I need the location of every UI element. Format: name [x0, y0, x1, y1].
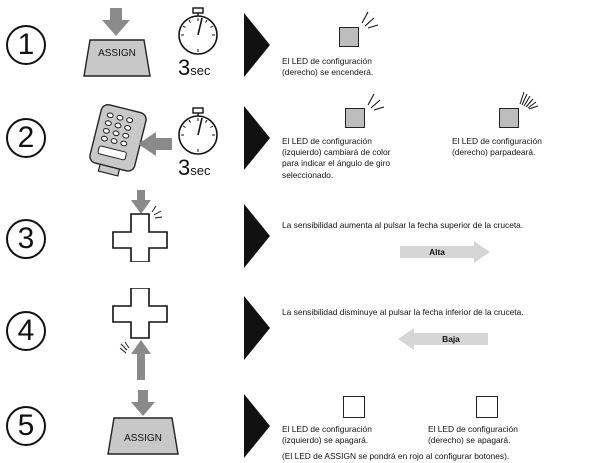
step-2-duration: 3sec [178, 157, 210, 179]
step-3-pointer [244, 204, 270, 268]
led-right-on [499, 108, 519, 128]
assign-button-press-graphic [107, 390, 179, 455]
decrease-label: Baja [442, 334, 460, 344]
light-rays-icon [367, 93, 385, 111]
dpad-icon [112, 213, 168, 262]
step-5-text-left: El LED de configuración (izquierdo) se a… [282, 424, 372, 446]
stopwatch-icon [178, 107, 218, 155]
left-arrow-icon [138, 132, 172, 156]
down-arrow-icon [102, 8, 130, 36]
step-2-text-left: El LED de configuración (izquierdo) camb… [282, 136, 391, 180]
stopwatch-icon [178, 7, 218, 55]
increase-label: Alta [429, 247, 445, 257]
duration-number: 3 [178, 155, 191, 180]
led-right-off [476, 396, 498, 418]
step-4-number: 4 [6, 311, 46, 351]
assign-button-press-graphic [83, 8, 151, 77]
down-arrow-icon [131, 190, 151, 214]
step-5-assign-label: ASSIGN [124, 433, 162, 444]
step-5-note: (El LED de ASSIGN se pondrá en rojo al c… [282, 451, 510, 461]
step-1-text: El LED de configuración (derecho) se enc… [282, 56, 374, 78]
up-arrow-icon [131, 340, 151, 380]
transmitter-icon [89, 103, 147, 177]
duration-unit: sec [190, 63, 211, 78]
step-5-pointer [244, 394, 270, 458]
assign-key-icon [107, 417, 179, 455]
dpad-up-press-graphic [112, 190, 168, 262]
increase-arrow-icon [400, 241, 490, 263]
step-1-number: 1 [6, 25, 46, 65]
step-1-pointer [244, 13, 270, 77]
step-5-text-right: El LED de configuración (derecho) se apa… [428, 424, 518, 446]
step-5-number: 5 [6, 406, 46, 446]
step-1-duration: 3sec [178, 57, 210, 79]
assign-key-icon [83, 39, 151, 77]
led-right-on [339, 27, 359, 47]
blink-rays-icon [519, 91, 539, 110]
duration-unit: sec [190, 163, 211, 178]
step-4-text: La sensibilidad disminuye al pulsar la f… [282, 307, 524, 317]
light-rays-icon [361, 11, 379, 29]
decrease-arrow-icon [398, 328, 488, 350]
step-2-text-right: El LED de configuración (derecho) parpad… [452, 136, 542, 158]
led-left-on [345, 108, 365, 128]
dpad-icon [112, 288, 168, 339]
step-3-number: 3 [6, 219, 46, 259]
transmitter-press-graphic [89, 103, 172, 177]
step-1-assign-label: ASSIGN [98, 48, 136, 59]
duration-number: 3 [178, 55, 191, 80]
step-2-number: 2 [6, 118, 46, 158]
down-arrow-icon [131, 390, 155, 416]
step-3-text: La sensibilidad aumenta al pulsar la fec… [282, 220, 524, 230]
led-left-off [343, 396, 365, 418]
step-2-pointer [244, 106, 270, 170]
step-4-pointer [244, 296, 270, 360]
dpad-down-press-graphic [112, 288, 168, 380]
